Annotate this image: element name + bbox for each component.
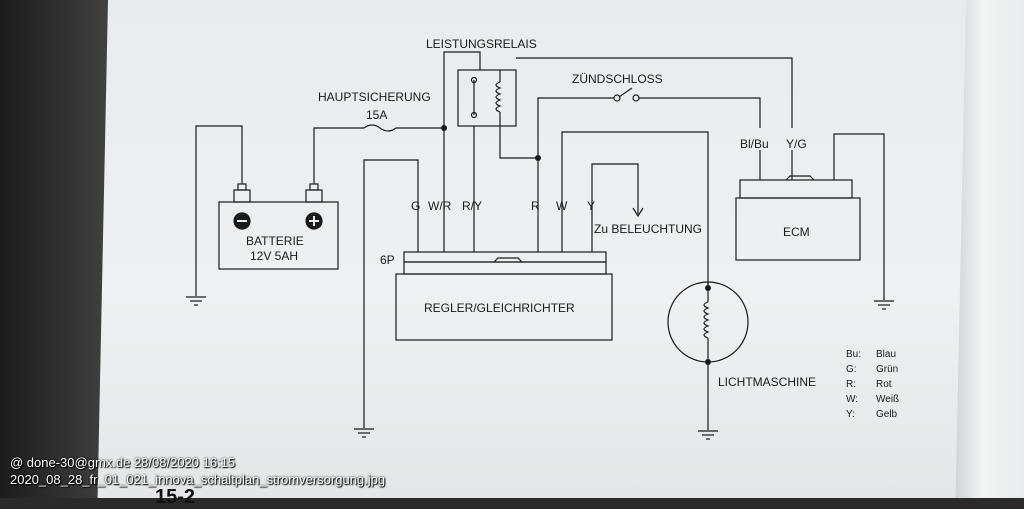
pin-label-wr: W/R [428, 199, 452, 213]
legend-name-2: Rot [876, 379, 892, 390]
ignition-contact-2 [632, 94, 640, 102]
battery-box [218, 201, 339, 270]
ignition-label: ZÜNDSCHLOSS [572, 72, 663, 86]
fuse-symbol [363, 124, 397, 132]
wire-ignition-in [537, 97, 614, 158]
ignition-contact-1 [613, 94, 621, 102]
legend-name-1: Grün [876, 364, 898, 375]
relay-coil [495, 81, 502, 113]
wire-w-pin [561, 131, 709, 288]
wire-battery-ground [195, 125, 243, 296]
battery-label: BATTERIE [246, 234, 304, 248]
wire-ecm-ground [833, 133, 885, 300]
legend-code-4: Y: [846, 409, 855, 420]
photo-watermark: @ done-30@gmx.de 28/08/2020 16:15 2020_0… [10, 454, 385, 488]
relay-contact-top [470, 76, 478, 84]
legend-code-3: W: [846, 394, 858, 405]
pin-label-g: G [411, 199, 420, 213]
pin-label-w: W [556, 199, 568, 213]
relay-label: LEISTUNGSRELAIS [426, 37, 537, 51]
ecm-pin-label-1: Bl/Bu [740, 137, 769, 151]
wire-y-pin [591, 163, 639, 252]
legend-code-1: G: [846, 364, 857, 375]
junction-fuse [441, 125, 447, 131]
ecm-connector [739, 179, 853, 199]
fuse-label: HAUPTSICHERUNG [318, 90, 431, 104]
ignition-switch-lever [618, 87, 633, 98]
pin-label-r: R [531, 199, 540, 213]
ecm-pin-label-2: Y/G [786, 137, 807, 151]
connector-label: 6P [380, 253, 395, 267]
regulator-box [395, 273, 613, 341]
ecm-connector-latch [785, 175, 815, 181]
legend-code-0: Bu: [846, 349, 861, 360]
wire-ignition-to-ecm [639, 97, 761, 128]
wire-battery-positive [313, 127, 364, 184]
wire-relay-coil-out [499, 126, 538, 159]
legend-name-0: Blau [876, 349, 896, 360]
battery-spec: 12V 5AH [250, 249, 298, 263]
battery-terminal-negative-cap [237, 183, 247, 191]
ecm-box [735, 197, 861, 261]
connector-top [403, 251, 607, 263]
background-right [954, 0, 1024, 498]
pin-label-y: Y [587, 199, 595, 213]
relay-contact-bottom [470, 111, 478, 119]
ecm-label: ECM [783, 225, 810, 239]
lighting-arrow [632, 207, 644, 218]
watermark-line-1: @ done-30@gmx.de 28/08/2020 16:15 [10, 455, 236, 470]
battery-terminal-positive-cap [309, 183, 319, 191]
battery-terminal-positive [305, 189, 323, 203]
legend-name-3: Weiß [876, 394, 899, 405]
wire-g-pin-ground [363, 159, 419, 428]
alternator-label: LICHTMASCHINE [718, 375, 816, 389]
regulator-label: REGLER/GLEICHRICHTER [424, 301, 575, 315]
legend-code-2: R: [846, 379, 856, 390]
pin-label-ry: R/Y [462, 199, 482, 213]
junction-alternator-bottom [705, 359, 711, 365]
connector-bottom [403, 261, 607, 275]
junction-relay [535, 155, 541, 161]
alternator-coil [703, 301, 710, 339]
connector-latch [493, 257, 523, 263]
legend-name-4: Gelb [876, 409, 898, 420]
wire-relay-feed [443, 51, 481, 128]
battery-terminal-negative [233, 189, 251, 203]
watermark-line-2: 2020_08_28_fr_01_021_innova_schaltplan_s… [10, 472, 386, 487]
color-legend: Bu: Blau G: Grün R: Rot W: Weiß Y: Gelb [846, 349, 899, 420]
lighting-label: Zu BELEUCHTUNG [594, 222, 702, 236]
junction-alternator-top [705, 285, 711, 291]
wiring-diagram: LEISTUNGSRELAIS ZÜNDSCHLOSS HAUPTSICHERU… [186, 37, 899, 440]
wire-relay-to-ecm [516, 57, 793, 128]
fuse-rating: 15A [366, 108, 387, 122]
relay-box [457, 69, 517, 127]
